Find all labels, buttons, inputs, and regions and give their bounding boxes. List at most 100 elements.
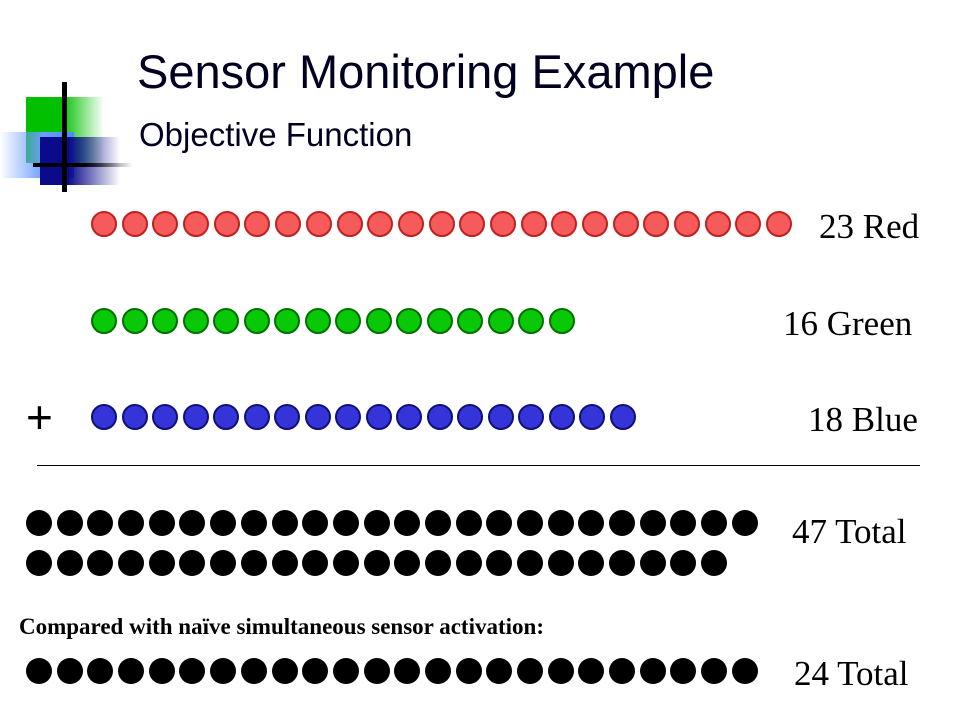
green-sensor-dot (304, 308, 331, 334)
total-sensor-dot (271, 550, 298, 576)
green-sensor-dot (396, 308, 422, 334)
total-sensor-dot (609, 510, 636, 536)
blue-sensor-dot (243, 404, 270, 430)
red-sensor-dot (336, 211, 363, 237)
red-sensor-dot (91, 211, 117, 237)
total-sensor-dot (547, 510, 574, 536)
comparison-sensor-dot (701, 658, 728, 684)
total-sensor-dot (424, 510, 451, 536)
total-sensor-dot (394, 550, 421, 576)
total-sensor-dot (363, 550, 390, 576)
red-sensor-dot (612, 211, 639, 237)
total-sensor-dot (26, 550, 52, 576)
comparison-sensor-dot (639, 658, 666, 684)
total-sensor-dot (547, 550, 574, 576)
comparison-sensor-dot (148, 658, 175, 684)
green-sensor-dot (548, 308, 575, 334)
blue-sensor-dot (518, 404, 544, 430)
red-sensor-dot (152, 211, 179, 237)
green-count-label: 16 Green (783, 304, 913, 343)
comparison-sensor-dot (609, 658, 636, 684)
total-sensor-dot (455, 510, 482, 536)
total-sensor-row-1 (26, 510, 763, 536)
green-sensor-dot (213, 308, 239, 334)
green-sensor-dot (243, 308, 270, 334)
total-sensor-dot (271, 510, 298, 536)
blue-sensor-dot (548, 404, 575, 430)
total-sensor-dot (240, 510, 267, 536)
green-sensor-row (91, 308, 579, 334)
comparison-sensor-dot (547, 658, 574, 684)
total-sensor-dot (639, 550, 666, 576)
comparison-sensor-dot (26, 658, 52, 684)
blue-sensor-dot (182, 404, 209, 430)
green-sensor-dot (457, 308, 483, 334)
comparison-sensor-dot (424, 658, 451, 684)
red-sensor-dot (551, 211, 578, 237)
slide-subtitle: Objective Function (139, 116, 413, 153)
sum-divider-line (37, 465, 920, 466)
red-sensor-dot (367, 211, 394, 237)
total-sensor-dot (424, 550, 451, 576)
total-sensor-dot (148, 510, 175, 536)
red-sensor-dot (428, 211, 455, 237)
logo-horizontal-line (33, 163, 133, 167)
red-sensor-dot (183, 211, 210, 237)
blue-sensor-dot (609, 404, 636, 430)
red-sensor-dot (305, 211, 332, 237)
comparison-sensor-dot (179, 658, 206, 684)
total-sensor-dot (731, 510, 758, 536)
red-sensor-dot (213, 211, 240, 237)
blue-sensor-dot (91, 404, 117, 430)
total-sensor-dot (148, 550, 175, 576)
green-sensor-dot (91, 308, 117, 334)
blue-sensor-dot (304, 404, 331, 430)
total-sensor-dot (240, 550, 267, 576)
total-sensor-dot (56, 510, 83, 536)
red-sensor-dot (582, 211, 608, 237)
blue-sensor-dot (274, 404, 300, 430)
red-sensor-dot (735, 211, 762, 237)
total-sensor-dot (179, 510, 206, 536)
comparison-sensor-dot (517, 658, 543, 684)
logo-vertical-line (62, 82, 67, 192)
total-sensor-dot (363, 510, 390, 536)
comparison-sensor-dot (56, 658, 83, 684)
red-sensor-dot (766, 211, 793, 237)
total-sensor-dot (670, 550, 697, 576)
comparison-sensor-dot (731, 658, 758, 684)
green-sensor-dot (182, 308, 209, 334)
total-sensor-dot (578, 550, 605, 576)
total-sensor-dot (639, 510, 666, 536)
red-sensor-row (91, 211, 797, 237)
red-sensor-dot (121, 211, 148, 237)
total-sensor-dot (56, 550, 83, 576)
blue-count-label: 18 Blue (808, 400, 918, 439)
comparison-sensor-dot (118, 658, 145, 684)
comparison-sensor-dot (578, 658, 605, 684)
red-sensor-dot (643, 211, 670, 237)
total-count-label: 47 Total (792, 512, 907, 551)
comparison-sensor-dot (670, 658, 697, 684)
blue-sensor-dot (213, 404, 239, 430)
total-sensor-dot (26, 510, 52, 536)
green-sensor-dot (365, 308, 392, 334)
slide-corner-logo (0, 0, 140, 200)
green-sensor-dot (152, 308, 178, 334)
total-sensor-dot (486, 550, 513, 576)
blue-sensor-dot (335, 404, 361, 430)
comparison-caption: Compared with naïve simultaneous sensor … (19, 614, 544, 639)
red-sensor-dot (275, 211, 302, 237)
logo-navy-square (40, 137, 120, 185)
blue-sensor-dot (152, 404, 178, 430)
green-sensor-dot (274, 308, 300, 334)
total-sensor-dot (670, 510, 697, 536)
plus-sign: + (26, 391, 53, 443)
blue-sensor-dot (121, 404, 148, 430)
total-sensor-dot (517, 550, 543, 576)
green-sensor-dot (335, 308, 361, 334)
total-sensor-dot (87, 550, 114, 576)
total-sensor-dot (210, 510, 237, 536)
comparison-sensor-dot (363, 658, 390, 684)
total-sensor-dot (486, 510, 513, 536)
